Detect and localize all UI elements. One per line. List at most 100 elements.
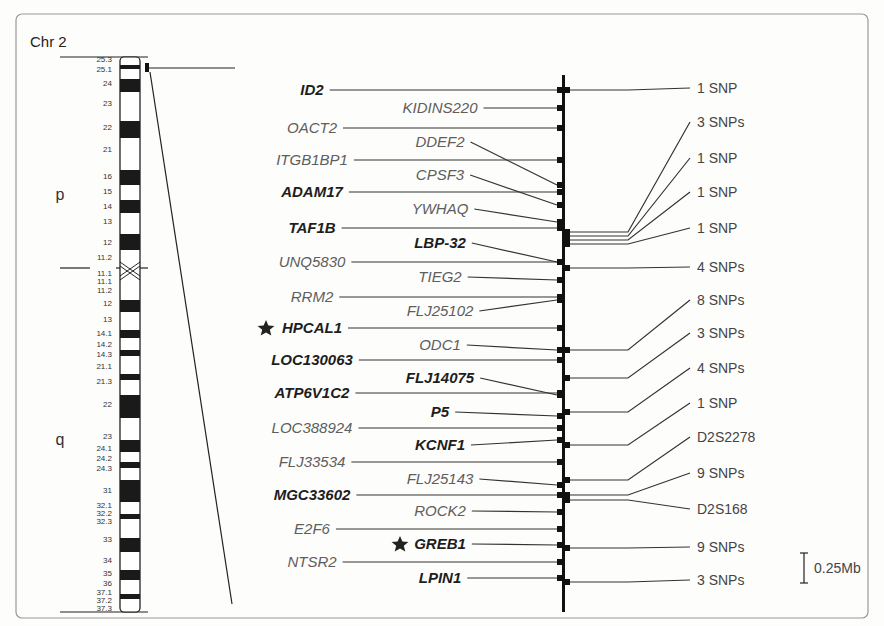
band-label: 14.2 <box>96 341 112 349</box>
band-label: 16 <box>103 173 112 181</box>
marker-label: 1 SNP <box>697 395 737 411</box>
locus-tick <box>557 347 562 353</box>
leader-line <box>472 544 557 545</box>
band-label: 24.2 <box>96 455 112 463</box>
leader-line <box>468 277 557 280</box>
locus-tick <box>557 357 562 363</box>
leader-line <box>565 368 690 412</box>
locus-tick <box>557 437 562 443</box>
marker-label: D2S168 <box>697 501 748 517</box>
band-label: 14.1 <box>96 330 112 338</box>
arm-label: q <box>56 431 65 449</box>
gene-name: TIEG2 <box>418 268 461 285</box>
leader-line <box>354 159 557 160</box>
leader-line <box>351 261 557 262</box>
leader-line <box>467 577 557 578</box>
leader-line <box>351 461 557 462</box>
leader-line <box>471 142 557 185</box>
locus-tick <box>565 477 570 483</box>
marker-label: D2S2278 <box>697 429 755 445</box>
band-label: 25.3 <box>96 56 112 64</box>
leader-line <box>336 528 557 529</box>
locus-tick <box>557 202 562 208</box>
locus-tick <box>565 265 570 271</box>
leader-line <box>356 494 557 495</box>
leader-line <box>470 175 557 205</box>
band-label: 37.3 <box>96 605 112 613</box>
locus-tick <box>557 277 562 283</box>
locus-tick <box>557 87 562 93</box>
locus-tick <box>557 105 562 111</box>
leader-line <box>565 267 690 268</box>
gene-name: KCNF1 <box>415 436 465 453</box>
leader-line <box>342 227 557 228</box>
marker-label: 4 SNPs <box>697 259 744 275</box>
leader-line <box>348 327 557 328</box>
leader-line <box>565 437 690 480</box>
locus-tick <box>565 409 570 415</box>
band-label: 11.2 <box>97 254 112 262</box>
marker-label: 9 SNPs <box>697 465 744 481</box>
band-label: 14 <box>103 203 112 211</box>
locus-tick <box>557 219 562 225</box>
gene-name: LOC130063 <box>271 351 353 368</box>
leader-line <box>484 107 557 108</box>
locus-tick <box>565 579 570 585</box>
band-label: 12 <box>103 239 112 247</box>
gene-name: ID2 <box>300 81 323 98</box>
locus-tick <box>557 189 562 195</box>
gene-name: LPIN1 <box>419 569 462 586</box>
locus-tick <box>557 492 562 498</box>
band-label: 37.1 <box>96 589 112 597</box>
gene-name: FLJ14075 <box>406 369 474 386</box>
band-label: 32.2 <box>96 510 112 518</box>
leader-line <box>355 392 557 393</box>
gene-name: TAF1B <box>288 219 335 236</box>
leader-line <box>471 440 557 445</box>
leader-line <box>339 296 557 297</box>
leader-line <box>565 473 690 495</box>
gene-name: ITGB1BP1 <box>276 151 348 168</box>
gene-name: ROCK2 <box>414 502 466 519</box>
leader-line <box>565 122 690 232</box>
leader-line <box>343 561 557 562</box>
band-label: 11.1 <box>97 270 112 278</box>
gene-name: UNQ5830 <box>279 253 346 270</box>
locus-tick <box>565 545 570 551</box>
marker-label: 3 SNPs <box>697 572 744 588</box>
gene-name: LOC388924 <box>272 419 353 436</box>
locus-tick <box>557 390 562 396</box>
locus-tick <box>565 347 570 353</box>
star-symbol <box>392 536 409 552</box>
gene-name: OACT2 <box>287 119 337 136</box>
leader-line <box>349 191 557 192</box>
leader-line <box>565 158 690 236</box>
gene-name: FLJ25143 <box>407 470 474 487</box>
gene-name: NTSR2 <box>287 553 336 570</box>
leader-line <box>565 88 690 90</box>
gene-name: ATP6V1C2 <box>275 384 350 401</box>
leader-line <box>565 547 690 548</box>
leader-line <box>330 89 557 90</box>
scale-label: 0.25Mb <box>814 560 861 576</box>
chromosome-name: Chr 2 <box>30 33 67 50</box>
band-label: 24 <box>103 80 112 88</box>
gene-name: YWHAQ <box>412 200 469 217</box>
leader-line <box>565 403 690 445</box>
band-label: 21 <box>103 146 112 154</box>
marker-label: 3 SNPs <box>697 325 744 341</box>
locus-tick <box>557 482 562 488</box>
locus-tick <box>557 425 562 431</box>
locus-tick <box>557 259 562 265</box>
leader-line <box>479 300 557 311</box>
gene-name: GREB1 <box>414 535 466 552</box>
locus-tick <box>565 442 570 448</box>
locus-tick <box>557 325 562 331</box>
marker-label: 8 SNPs <box>697 292 744 308</box>
band-label: 33 <box>103 536 112 544</box>
gene-name: E2F6 <box>294 520 330 537</box>
locus-tick <box>565 497 570 503</box>
band-label: 23 <box>103 433 112 441</box>
locus-tick <box>557 225 562 231</box>
